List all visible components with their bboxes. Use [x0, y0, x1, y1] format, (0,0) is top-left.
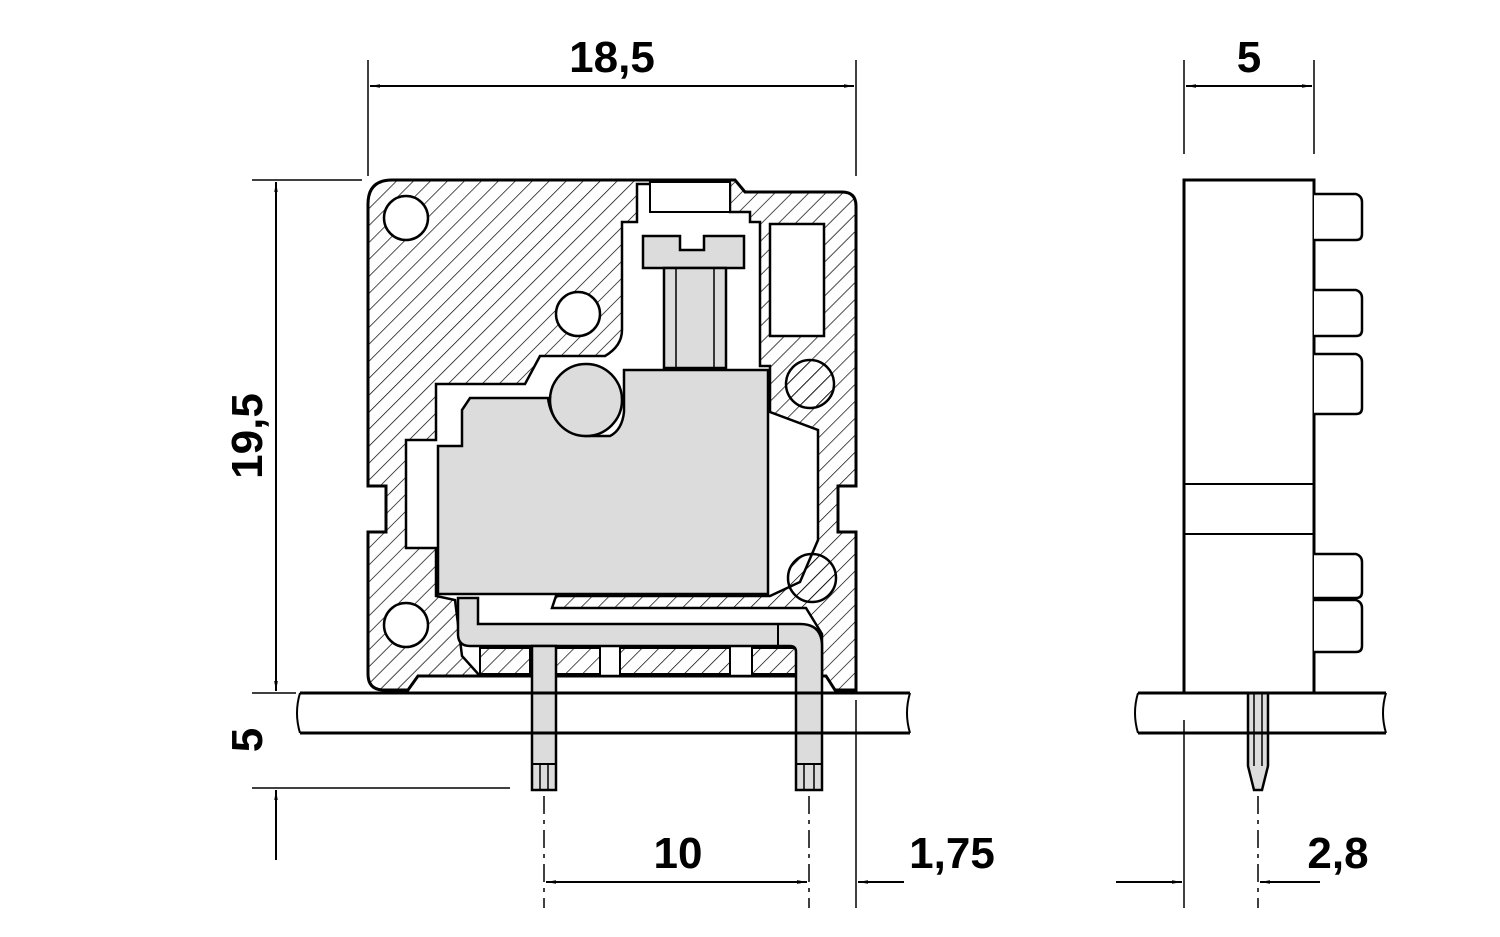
clamp-ball: [548, 362, 624, 438]
front-view: [296, 178, 911, 792]
hole-bottom-right: [786, 552, 838, 604]
solder-pin-left: [530, 644, 558, 792]
edge-offset-label: 1,75: [909, 829, 995, 878]
width-dimension-label: 18,5: [569, 33, 655, 82]
pcb-thickness-label: 5: [223, 728, 272, 752]
hole-bottom-left: [382, 601, 430, 649]
side-width-label: 5: [1237, 33, 1261, 82]
pin-offset-label: 2,8: [1307, 829, 1368, 878]
hole-mid-right: [784, 358, 836, 410]
side-tab-5: [1314, 598, 1364, 654]
side-housing: [1182, 178, 1316, 695]
side-tab-4: [1314, 552, 1364, 600]
screw-slot: [649, 181, 731, 213]
side-pin: [1246, 691, 1270, 792]
hole-top-left: [382, 194, 430, 242]
hole-mid-left: [554, 290, 602, 338]
side-tab-2: [1314, 288, 1364, 338]
test-window: [768, 222, 826, 338]
front-dimensions: 18,5 19,5 5 10 1,75: [223, 33, 995, 908]
height-dimension-label: 19,5: [223, 393, 272, 479]
side-tab-1: [1314, 192, 1364, 242]
side-view: [1134, 178, 1387, 792]
side-dimensions: 5 2,8: [1116, 33, 1369, 908]
pin-pitch-label: 10: [654, 829, 703, 878]
screw-shank: [662, 266, 728, 370]
side-tab-3: [1314, 352, 1364, 416]
